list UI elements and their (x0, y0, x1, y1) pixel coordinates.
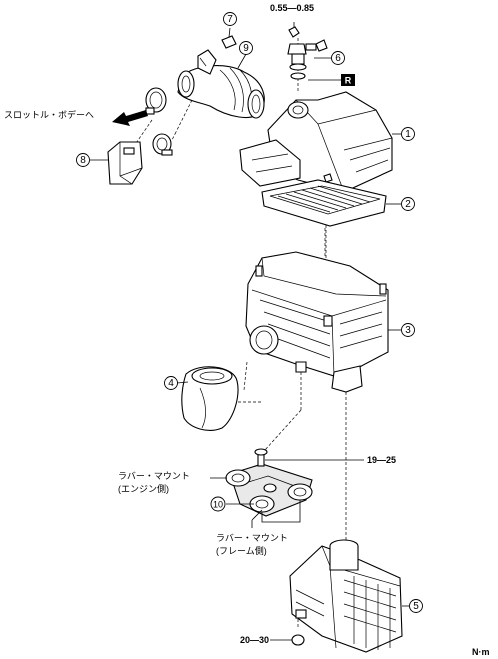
rubber-mount-engine-line1: ラバー・マウント (118, 471, 190, 481)
callout-circle-10 (210, 496, 226, 512)
part-9-intake-duct (177, 49, 265, 118)
callout-circle-4 (164, 376, 178, 390)
duct-clamp-outlet (247, 89, 265, 119)
callout-circle-1 (401, 127, 415, 141)
rubber-mount-frame-line1: ラバー・マウント (216, 533, 288, 543)
callout-10: 10 (213, 500, 223, 510)
callout-3: 3 (405, 325, 411, 336)
callout-circle-6 (331, 51, 345, 65)
torque-sensor-label: 0.55—0.85 (270, 3, 314, 13)
torque-nut-label: 20—30 (240, 635, 269, 645)
throttle-body-arrow (112, 110, 148, 126)
callout-2: 2 (405, 199, 411, 210)
part-5-lower-case (289, 539, 410, 653)
replace-mark-text: R (345, 76, 352, 86)
part-3-cleaner-case (245, 251, 401, 393)
rubber-mount-engine-line2: (エンジン側) (118, 483, 169, 494)
callout-5: 5 (413, 601, 419, 612)
part-4-resonator-hose (176, 366, 239, 431)
callout-circle-5 (409, 599, 423, 613)
callout-6: 6 (335, 53, 341, 64)
callout-circle-3 (401, 323, 415, 337)
part-6-sensor (287, 22, 332, 80)
part-7-pipe (221, 27, 237, 49)
rubber-mount-frame-line2: (フレーム側) (216, 545, 267, 556)
callouts: 7 9 6 1 2 3 4 8 5 10 (76, 12, 423, 613)
replace-mark: R (308, 74, 355, 86)
callout-9: 9 (243, 43, 249, 54)
part-1-cleaner-cover (239, 91, 401, 193)
callout-circle-8 (76, 153, 90, 167)
callout-circle-2 (401, 197, 415, 211)
callout-circle-9 (239, 41, 253, 55)
throttle-body-label: スロットル・ボデーへ (4, 109, 94, 120)
part-8-resonator (90, 141, 143, 185)
callout-7: 7 (227, 14, 233, 25)
unit-label: N·m (472, 647, 490, 657)
mount-bracket (210, 448, 364, 528)
callout-1: 1 (405, 129, 411, 140)
lower-nut (270, 634, 305, 646)
torque-bolt-label: 19—25 (367, 455, 396, 465)
part-2-filter-element (261, 179, 401, 227)
duct-clamps-inlet (145, 87, 173, 156)
callout-circle-7 (223, 12, 237, 26)
callout-4: 4 (168, 378, 174, 389)
callout-8: 8 (80, 155, 86, 166)
